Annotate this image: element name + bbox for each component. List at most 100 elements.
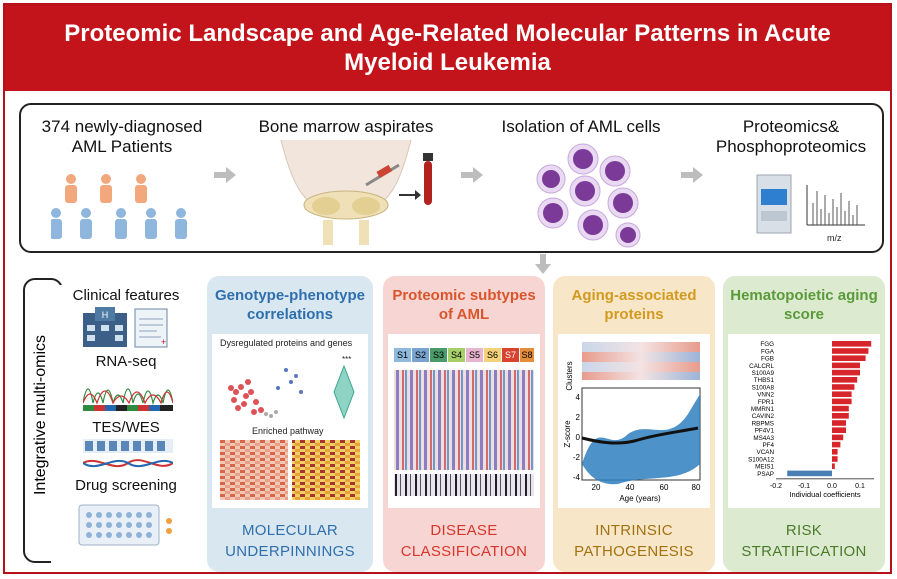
step-bone-marrow-label: Bone marrow aspirates — [258, 117, 434, 136]
aging-trajectory-plot: Clusters Z-score 4 2 0 -2 -4 20 — [563, 342, 701, 503]
aml-cells-icon — [536, 143, 641, 248]
clinical-features-label: Clinical features — [72, 287, 180, 304]
step-patients-line2: AML Patients — [71, 137, 173, 156]
coef-gene-label: RBPMS — [752, 420, 774, 427]
coef-bar — [832, 391, 852, 397]
panel-aging-body: Clusters Z-score 4 2 0 -2 -4 20 — [558, 334, 710, 508]
omics-column: Clinical features H + RNA-seq TES/WES Dr… — [51, 285, 201, 565]
coef-gene-label: FGA — [761, 348, 775, 355]
panel-aging: Aging-associated proteins Clusters Z-scor… — [553, 276, 715, 572]
subtype-s1: S1 — [397, 350, 408, 360]
tes-wes-label: TES/WES — [92, 419, 160, 436]
panel-score-foot-line2: STRATIFICATION — [741, 543, 867, 560]
clusters-label: Clusters — [565, 361, 574, 390]
bone-marrow-icon — [280, 140, 412, 245]
well-plate-icon — [78, 504, 172, 546]
panel-genotype-foot-line1: MOLECULAR — [241, 522, 339, 539]
coef-gene-label: PSAP — [757, 471, 774, 478]
step-proteomics-label: Proteomics& Phosphoproteomics — [701, 117, 881, 157]
panel-subtypes-body: S1 S2 S3 S4 S5 S6 S7 S8 — [388, 334, 540, 508]
xtick-60: 60 — [660, 483, 669, 492]
xtick-80: 80 — [692, 483, 701, 492]
panel-score-title-line1: Hematopoietic aging — [730, 287, 878, 304]
test-tube-icon — [423, 153, 433, 205]
coef-gene-label: FPR1 — [758, 399, 775, 406]
coefficient-bar-chart: FGGFGAFGBCALCRLS100A9THBS1S100A8VNN2FPR1… — [748, 341, 874, 499]
ytick-neg2: -2 — [573, 453, 581, 462]
step-patients-line1: 374 newly-diagnosed — [41, 117, 203, 136]
panel-aging-footer: INTRINSIC PATHOGENESIS — [553, 510, 715, 572]
panel-subtypes-footer: DISEASE CLASSIFICATION — [383, 510, 545, 572]
xtick-20: 20 — [592, 483, 601, 492]
coef-gene-label: FGG — [760, 341, 774, 348]
panel-score-title-line2: score — [783, 306, 825, 323]
panel-aging-title: Aging-associated proteins — [553, 276, 715, 334]
rnaseq-label: RNA-seq — [95, 353, 157, 370]
panel-aging-foot-line1: INTRINSIC — [595, 522, 673, 539]
arrow-right-icon-2 — [461, 167, 483, 183]
title-bar: Proteomic Landscape and Age-Related Mole… — [5, 5, 890, 91]
hospital-icon: H + — [83, 307, 168, 348]
subtype-s6: S6 — [487, 350, 498, 360]
coef-bar — [832, 441, 841, 448]
coef-bar — [832, 384, 855, 390]
coef-bar — [832, 369, 860, 376]
coef-gene-label: MMRN1 — [751, 406, 775, 413]
coef-bar — [832, 420, 846, 426]
panel-score-foot-line1: RISK — [785, 522, 823, 539]
step-isolation-label: Isolation of AML cells — [501, 117, 661, 136]
panel-aging-title-line2: proteins — [604, 306, 664, 323]
coef-gene-label: VCAN — [757, 449, 775, 456]
coef-x-label: Individual coefficients — [789, 490, 860, 499]
ytick-4: 4 — [576, 393, 581, 402]
panel-aging-title-line1: Aging-associated — [571, 287, 697, 304]
mass-spectrometer-icon — [756, 174, 792, 234]
coef-gene-label: CAVIN2 — [752, 413, 775, 420]
coef-gene-label: PF4 — [762, 442, 774, 449]
xtick-40: 40 — [626, 483, 635, 492]
coef-gene-label: MS4A3 — [753, 435, 774, 442]
ytick-2: 2 — [576, 413, 581, 422]
coef-bar — [832, 348, 869, 354]
subtype-s5: S5 — [469, 350, 480, 360]
coef-gene-label: S100A9 — [752, 370, 775, 377]
panel-subtypes-foot-line1: DISEASE — [430, 522, 498, 539]
panel-score-title: Hematopoietic aging score — [723, 276, 885, 334]
panel-genotype-title-line1: Genotype-phenotype — [214, 287, 365, 304]
coef-bar — [832, 362, 860, 369]
step-proteomics-line1: Proteomics& — [742, 117, 840, 136]
panel-subtypes-foot-line2: CLASSIFICATION — [400, 543, 528, 560]
svg-text:+: + — [161, 337, 166, 347]
coef-bar — [832, 427, 846, 433]
coef-bar — [832, 398, 852, 405]
arrow-down-icon — [535, 254, 551, 274]
subtype-s8: S8 — [521, 350, 532, 360]
ytick-neg4: -4 — [573, 473, 581, 482]
coef-x-tick: 0.0 — [827, 483, 837, 490]
coef-bar — [832, 463, 835, 469]
coef-bar — [832, 355, 866, 361]
coef-gene-label: THBS1 — [754, 377, 775, 384]
panel-aging-foot-line2: PATHOGENESIS — [574, 543, 694, 560]
patients-icon — [51, 174, 187, 239]
panel-genotype-title-line2: correlations — [247, 306, 333, 323]
ytick-0: 0 — [576, 433, 581, 442]
coef-x-tick: 0.1 — [855, 483, 865, 490]
panel-subtypes-title-line1: Proteomic subtypes — [392, 287, 536, 304]
subtype-s3: S3 — [433, 350, 444, 360]
sequence-icon — [83, 439, 173, 468]
panel-score-footer: RISK STRATIFICATION — [723, 510, 885, 572]
coef-gene-label: S100A12 — [748, 456, 774, 463]
step-proteomics-line2: Phosphoproteomics — [715, 137, 867, 156]
coef-gene-label: MEIS1 — [755, 464, 774, 471]
panel-genotype-title: Genotype-phenotype correlations — [207, 276, 373, 334]
subtype-s2: S2 — [415, 350, 426, 360]
age-axis-label: Age (years) — [619, 494, 661, 503]
arrow-right-icon-3 — [681, 167, 703, 183]
zscore-label: Z-score — [563, 420, 572, 448]
